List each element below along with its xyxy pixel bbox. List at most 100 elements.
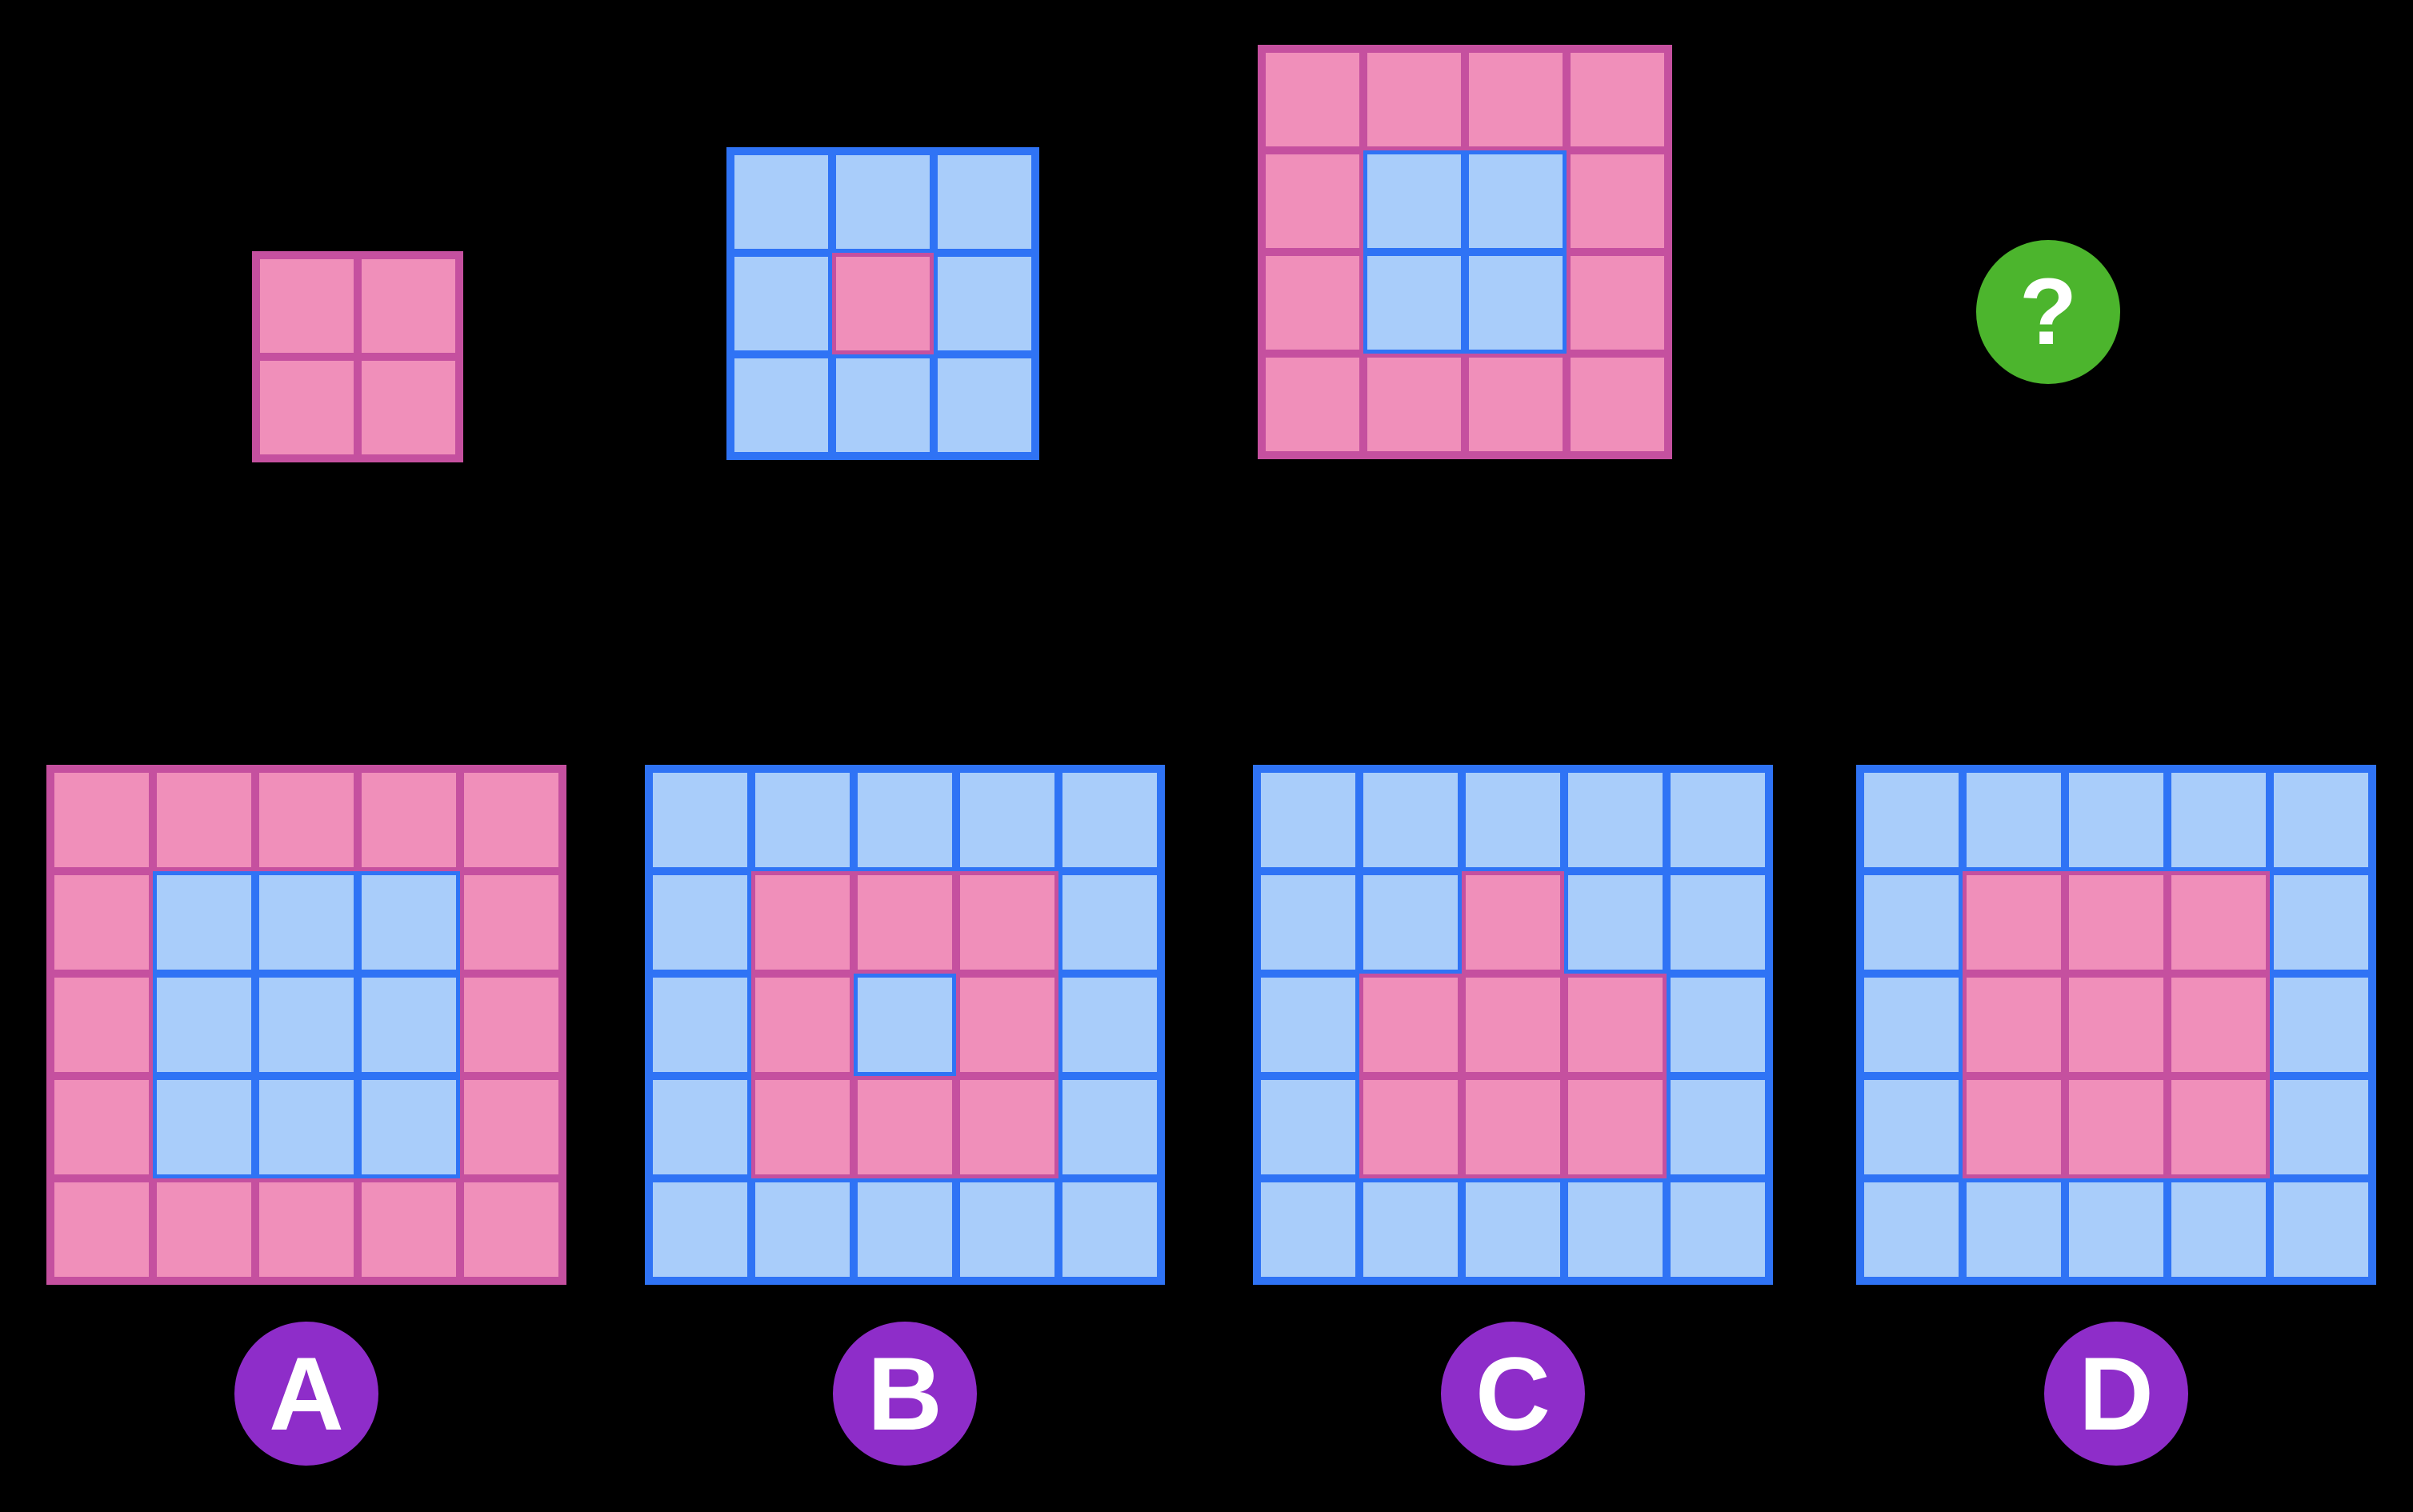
blue-cell xyxy=(1860,769,1963,871)
option-c-badge[interactable]: C xyxy=(1441,1322,1585,1466)
sequence-grid-3 xyxy=(1258,45,1672,459)
pink-cell xyxy=(1567,49,1668,150)
pink-cell xyxy=(460,871,562,974)
pink-cell xyxy=(255,1178,358,1281)
pink-cell xyxy=(50,871,153,974)
grid-row xyxy=(1262,49,1668,150)
pink-cell xyxy=(1262,150,1363,252)
pink-cell xyxy=(50,1178,153,1281)
blue-cell xyxy=(1860,974,1963,1076)
blue-cell xyxy=(1462,769,1564,871)
sequence-grid-2 xyxy=(726,147,1039,460)
option-b-badge[interactable]: B xyxy=(833,1322,977,1466)
pink-cell xyxy=(751,974,854,1076)
grid-row xyxy=(256,255,459,357)
option-a[interactable]: A xyxy=(46,765,566,1466)
option-b[interactable]: B xyxy=(645,765,1165,1466)
pink-cell xyxy=(256,255,358,357)
blue-cell xyxy=(1465,252,1567,354)
pink-cell xyxy=(1564,1076,1667,1178)
blue-cell xyxy=(1257,1178,1359,1281)
grid-row xyxy=(1257,871,1769,974)
blue-cell xyxy=(934,354,1035,456)
pink-cell xyxy=(1465,354,1567,455)
blue-cell xyxy=(854,1178,956,1281)
option-d-grid[interactable] xyxy=(1856,765,2376,1285)
pink-cell xyxy=(1564,974,1667,1076)
option-a-badge[interactable]: A xyxy=(234,1322,378,1466)
grid-row xyxy=(50,1178,562,1281)
grid-row xyxy=(730,151,1035,253)
pink-cell xyxy=(1567,150,1668,252)
pink-cell xyxy=(1262,354,1363,455)
pink-cell xyxy=(956,871,1058,974)
blue-cell xyxy=(730,151,832,253)
grid-row xyxy=(1257,974,1769,1076)
blue-cell xyxy=(153,974,255,1076)
pink-cell xyxy=(2167,1076,2270,1178)
blue-cell xyxy=(1257,1076,1359,1178)
grid-row xyxy=(1860,871,2372,974)
pink-cell xyxy=(2167,871,2270,974)
pink-cell xyxy=(50,1076,153,1178)
pink-cell xyxy=(50,769,153,871)
pink-cell xyxy=(1363,49,1465,150)
blue-cell xyxy=(1667,769,1769,871)
option-b-grid[interactable] xyxy=(645,765,1165,1285)
blue-cell xyxy=(1860,1076,1963,1178)
grid-row xyxy=(649,871,1161,974)
blue-cell xyxy=(255,974,358,1076)
option-c[interactable]: C xyxy=(1253,765,1773,1466)
blue-cell xyxy=(1363,150,1465,252)
grid-row xyxy=(1860,1076,2372,1178)
pink-cell xyxy=(854,871,956,974)
blue-cell xyxy=(2065,1178,2167,1281)
pink-cell xyxy=(153,1178,255,1281)
pink-cell xyxy=(1462,1076,1564,1178)
grid-row xyxy=(1262,354,1668,455)
pink-cell xyxy=(956,974,1058,1076)
blue-cell xyxy=(649,1178,751,1281)
blue-cell xyxy=(1860,871,1963,974)
blue-cell xyxy=(2270,1178,2372,1281)
pink-cell xyxy=(1567,354,1668,455)
blue-cell xyxy=(1359,769,1462,871)
pink-cell xyxy=(1963,871,2065,974)
pink-cell xyxy=(2167,974,2270,1076)
pink-cell xyxy=(751,871,854,974)
blue-cell xyxy=(1058,974,1161,1076)
blue-cell xyxy=(2270,871,2372,974)
blue-cell xyxy=(153,871,255,974)
question-mark-circle: ? xyxy=(1976,240,2120,384)
blue-cell xyxy=(1860,1178,1963,1281)
grid-row xyxy=(649,1178,1161,1281)
option-d-badge[interactable]: D xyxy=(2044,1322,2188,1466)
pink-cell xyxy=(358,1178,460,1281)
pink-cell xyxy=(1359,1076,1462,1178)
blue-cell xyxy=(751,769,854,871)
blue-cell xyxy=(1257,769,1359,871)
blue-cell xyxy=(1465,150,1567,252)
option-c-grid[interactable] xyxy=(1253,765,1773,1285)
grid-row xyxy=(1257,769,1769,871)
option-d[interactable]: D xyxy=(1856,765,2376,1466)
blue-cell xyxy=(854,974,956,1076)
pink-cell xyxy=(832,253,934,354)
blue-cell xyxy=(832,354,934,456)
blue-cell xyxy=(2167,1178,2270,1281)
blue-cell xyxy=(2270,974,2372,1076)
option-a-grid[interactable] xyxy=(46,765,566,1285)
blue-cell xyxy=(730,354,832,456)
question-mark: ? xyxy=(2019,259,2078,365)
blue-cell xyxy=(1359,871,1462,974)
grid-row xyxy=(649,1076,1161,1178)
blue-cell xyxy=(832,151,934,253)
blue-cell xyxy=(358,974,460,1076)
pink-cell xyxy=(1567,252,1668,354)
grid-row xyxy=(50,871,562,974)
blue-cell xyxy=(934,253,1035,354)
pink-cell xyxy=(1363,354,1465,455)
pink-cell xyxy=(1262,252,1363,354)
blue-cell xyxy=(153,1076,255,1178)
